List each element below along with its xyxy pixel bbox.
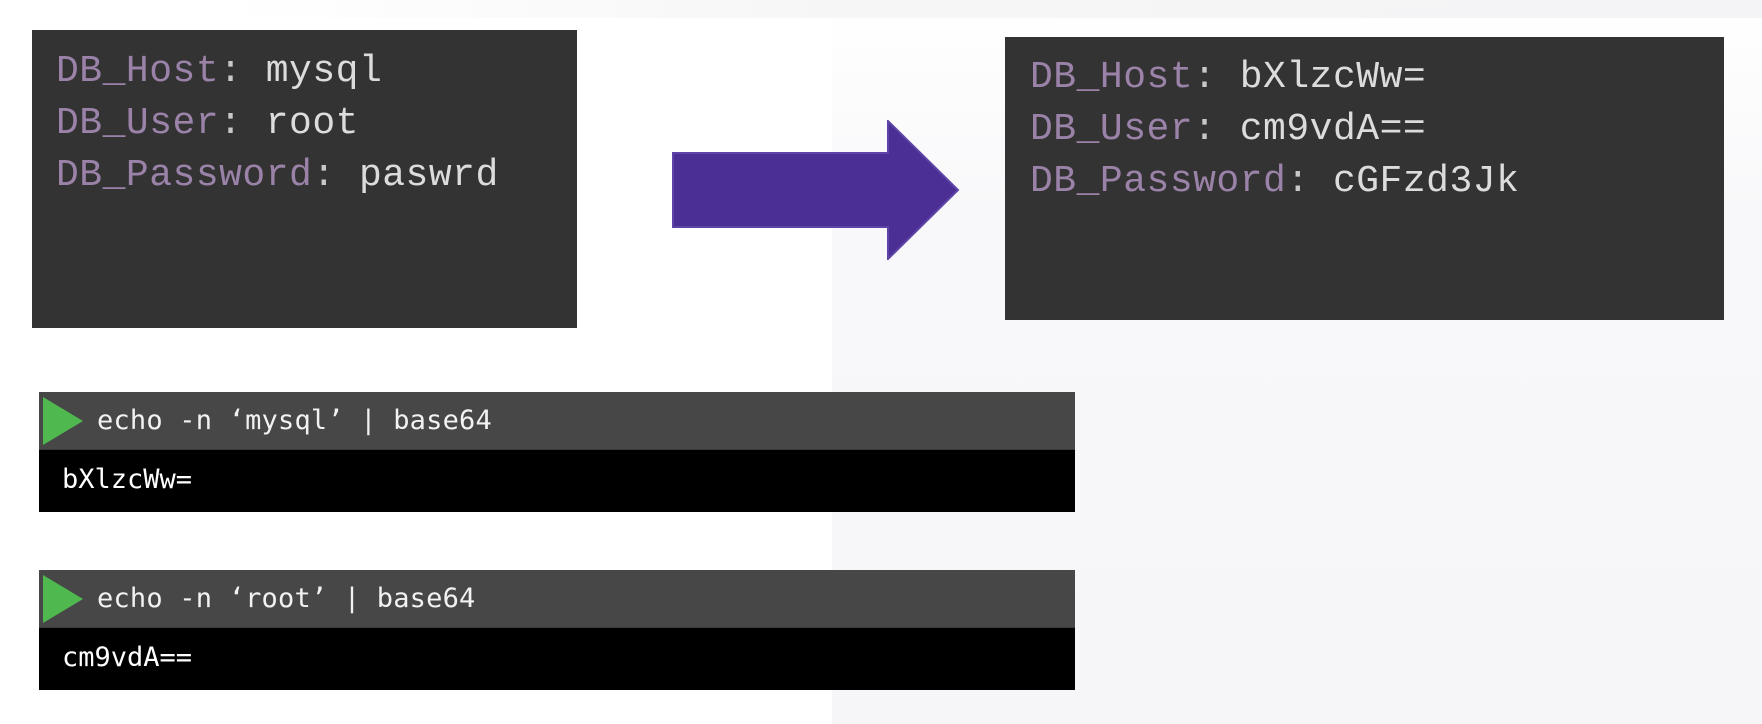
- kv-key: DB_User: [56, 102, 220, 145]
- kv-separator: :: [219, 102, 266, 145]
- kv-value: cm9vdA==: [1239, 108, 1427, 151]
- encoded-values-panel: DB_Host: bXlzcWw= DB_User: cm9vdA== DB_P…: [1005, 37, 1724, 320]
- kv-separator: :: [312, 154, 359, 197]
- terminal-command-bar: echo -n ‘mysql’ | base64: [39, 392, 1075, 450]
- terminal-command-bar: echo -n ‘root’ | base64: [39, 570, 1075, 628]
- kv-separator: :: [1193, 56, 1240, 99]
- play-icon[interactable]: [43, 575, 83, 623]
- kv-line-db-host: DB_Host: mysql: [56, 46, 577, 98]
- kv-value: cGFzd3Jk: [1332, 160, 1520, 203]
- kv-separator: :: [1286, 160, 1333, 203]
- kv-key: DB_Host: [1030, 56, 1194, 99]
- terminal-command: echo -n ‘root’ | base64: [97, 583, 476, 614]
- kv-line-db-user: DB_User: cm9vdA==: [1030, 104, 1724, 156]
- kv-key: DB_Password: [1030, 160, 1287, 203]
- terminal-block-root: echo -n ‘root’ | base64 cm9vdA==: [39, 570, 1075, 690]
- kv-separator: :: [1193, 108, 1240, 151]
- kv-key: DB_Host: [56, 50, 220, 93]
- kv-line-db-password: DB_Password: cGFzd3Jk: [1030, 156, 1724, 208]
- kv-key: DB_User: [1030, 108, 1194, 151]
- kv-value: bXlzcWw=: [1239, 56, 1427, 99]
- kv-line-db-host: DB_Host: bXlzcWw=: [1030, 52, 1724, 104]
- kv-value: mysql: [265, 50, 383, 93]
- terminal-command: echo -n ‘mysql’ | base64: [97, 405, 492, 436]
- background-wash-top: [220, 0, 1762, 18]
- terminal-output: bXlzcWw=: [39, 450, 1075, 512]
- play-icon[interactable]: [43, 397, 83, 445]
- terminal-output-text: cm9vdA==: [62, 642, 193, 673]
- kv-line-db-user: DB_User: root: [56, 98, 577, 150]
- kv-value: root: [265, 102, 359, 145]
- terminal-output: cm9vdA==: [39, 628, 1075, 690]
- kv-key: DB_Password: [56, 154, 313, 197]
- kv-value: paswrd: [358, 154, 499, 197]
- right-arrow-icon: [672, 120, 960, 260]
- kv-line-db-password: DB_Password: paswrd: [56, 150, 577, 202]
- terminal-output-text: bXlzcWw=: [62, 464, 193, 495]
- plain-values-panel: DB_Host: mysql DB_User: root DB_Password…: [32, 30, 577, 328]
- kv-separator: :: [219, 50, 266, 93]
- terminal-block-mysql: echo -n ‘mysql’ | base64 bXlzcWw=: [39, 392, 1075, 512]
